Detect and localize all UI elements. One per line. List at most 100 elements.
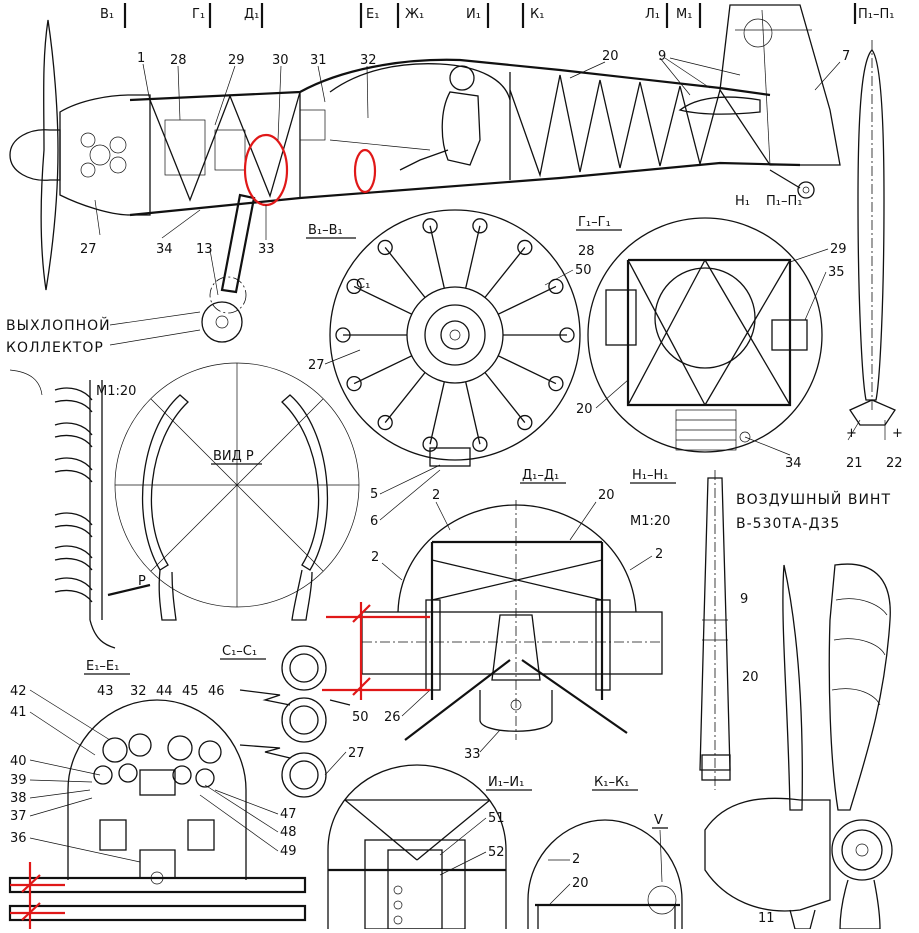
label-36: 36 — [10, 831, 27, 846]
engine-cylinder — [484, 372, 526, 423]
label-9-prop: 9 — [740, 592, 748, 607]
label-2-left: 2 — [371, 550, 379, 565]
engine-cowling — [59, 94, 151, 216]
view-title-c1c1: C₁–C₁ — [222, 644, 257, 659]
section-mark-d1: Д₁ — [244, 7, 259, 22]
section-p1-strut: + + — [846, 40, 903, 441]
fuselage-side-view — [9, 4, 841, 343]
red-mark-e1 — [10, 862, 65, 929]
label-44: 44 — [156, 684, 173, 699]
label-35: 35 — [828, 265, 845, 280]
view-title-k1k1: К₁–К₁ — [594, 775, 629, 790]
caption-propeller-2: В-530ТА-Д35 — [736, 516, 840, 532]
section-mark-b1: B₁ — [100, 7, 114, 22]
section-i1i1-cockpit — [327, 764, 507, 930]
label-34-side: 34 — [156, 242, 173, 257]
cylinder-head — [335, 327, 351, 343]
section-mark-e1: Е₁ — [366, 7, 379, 22]
view-title-d1d1: Д₁–Д₁ — [522, 468, 559, 483]
highlight-ellipse-1 — [243, 133, 289, 207]
engine-cylinder — [465, 381, 481, 445]
label-1: 1 — [137, 51, 145, 66]
label-37: 37 — [10, 809, 27, 824]
horizontal-stabilizer — [678, 96, 761, 115]
detail-mark-v: V — [654, 813, 663, 828]
label-51: 51 — [488, 811, 505, 826]
label-5: 5 — [370, 487, 378, 502]
label-33-d1: 33 — [464, 747, 481, 762]
label-9-side: 9 — [658, 49, 666, 64]
cylinder-head — [422, 218, 438, 234]
label-2-top: 2 — [432, 488, 440, 503]
section-b1b1-engine-front — [329, 209, 581, 467]
label-47: 47 — [280, 807, 297, 822]
section-c1c1-pipes — [239, 645, 351, 798]
highlight-ellipse-2 — [353, 148, 377, 194]
cross-mark-right: + — [892, 426, 903, 441]
cylinder-head — [472, 436, 488, 452]
main-gear-strut — [220, 193, 256, 294]
view-title-vid-p: ВИД Р — [213, 449, 254, 464]
cylinder-head — [559, 327, 575, 343]
label-28-side: 28 — [170, 53, 187, 68]
exhaust-side-view — [9, 369, 116, 649]
label-49: 49 — [280, 844, 297, 859]
engine-cylinder — [497, 355, 557, 385]
view-title-b1b1: B₁–B₁ — [308, 223, 343, 238]
cylinder-head — [346, 278, 362, 295]
cylinder-head — [472, 218, 488, 234]
label-52: 52 — [488, 845, 505, 860]
label-28-g1: 28 — [578, 244, 595, 259]
label-11: 11 — [758, 911, 775, 926]
label-2-k1: 2 — [572, 852, 580, 867]
engine-cylinder — [484, 247, 526, 298]
label-27-engine: 27 — [308, 358, 325, 373]
top-section-markers: B₁ Г₁ Д₁ Е₁ Ж₁ И₁ К₁ Л₁ М₁ П₁–П₁ — [100, 3, 894, 28]
section-d1d1-gear-frame — [361, 500, 663, 741]
label-48: 48 — [280, 825, 297, 840]
label-20-side: 20 — [602, 49, 619, 64]
label-38: 38 — [10, 791, 27, 806]
arrow-label-p: Р — [138, 574, 146, 589]
label-32-e1: 32 — [130, 684, 147, 699]
main-wheel — [201, 301, 243, 343]
label-6: 6 — [370, 514, 378, 529]
cylinder-head — [517, 414, 533, 431]
section-mark-c1: C₁ — [356, 277, 370, 292]
cylinder-head — [346, 375, 362, 392]
section-mark-k1: К₁ — [530, 7, 544, 22]
label-45: 45 — [182, 684, 199, 699]
canopy — [329, 63, 511, 101]
pilot-helmet — [449, 65, 475, 91]
pilot-body — [441, 91, 481, 166]
label-21: 21 — [846, 456, 863, 471]
detail-circle-tail — [743, 18, 773, 48]
section-mark-p1-low: П₁–П₁ — [766, 194, 802, 209]
label-31: 31 — [310, 53, 327, 68]
section-mark-h1: Н₁ — [735, 194, 750, 209]
section-mark-m1: М₁ — [676, 7, 692, 22]
view-title-g1g1: Г₁–Г₁ — [578, 215, 611, 230]
label-2-right: 2 — [655, 547, 663, 562]
label-39: 39 — [10, 773, 27, 788]
label-27-c1: 27 — [348, 746, 365, 761]
cylinder-head — [377, 414, 393, 431]
section-e1e1-instrument-panel — [8, 699, 307, 922]
label-46: 46 — [208, 684, 225, 699]
caption-exhaust-1: ВЫХЛОПНОЙ — [6, 316, 111, 334]
engine-cylinder — [353, 355, 413, 385]
label-13: 13 — [196, 242, 213, 257]
cross-mark-left: + — [846, 426, 857, 441]
section-g1g1-frame — [587, 217, 823, 453]
cylinder-head — [517, 239, 533, 256]
lower-longeron — [129, 161, 801, 217]
cylinder-head — [548, 375, 564, 392]
caption-exhaust-2: КОЛЛЕКТОР — [6, 340, 104, 356]
propeller-blade-side — [40, 19, 59, 291]
label-50-c1: 50 — [352, 710, 369, 725]
view-title-e1e1: Е₁–Е₁ — [86, 659, 119, 674]
label-43: 43 — [97, 684, 114, 699]
red-mark-d1 — [322, 602, 430, 700]
label-32-side: 32 — [360, 53, 377, 68]
engine-cylinder — [497, 285, 557, 315]
